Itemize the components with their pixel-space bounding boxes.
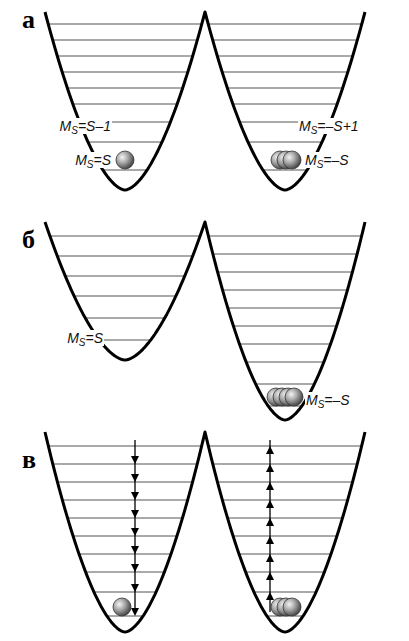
panel-letter: а <box>22 6 35 34</box>
energy-level <box>73 104 177 105</box>
arrow-head <box>266 464 274 472</box>
energy-level <box>263 170 307 171</box>
energy-level <box>248 142 322 143</box>
panel-letter: б <box>22 226 35 254</box>
spin-ball <box>283 151 301 169</box>
spin-ball <box>116 151 134 169</box>
energy-level <box>103 170 147 171</box>
energy-level <box>74 296 176 297</box>
potential-curve <box>45 12 365 190</box>
energy-level <box>233 104 337 105</box>
energy-level <box>240 344 331 345</box>
energy-level <box>85 318 164 319</box>
energy-level <box>50 236 200 237</box>
arrow-head <box>131 528 139 536</box>
energy-level <box>239 554 331 555</box>
arrow-head <box>266 536 274 544</box>
arrow-head <box>131 584 139 592</box>
spin-ball <box>113 598 131 616</box>
energy-level <box>48 446 201 447</box>
energy-level <box>222 500 347 501</box>
energy-level <box>99 340 150 341</box>
arrow-head <box>266 500 274 508</box>
energy-level <box>208 236 361 237</box>
energy-level <box>246 362 324 363</box>
energy-level <box>213 40 358 41</box>
energy-level <box>62 500 187 501</box>
arrow-head <box>131 608 139 616</box>
energy-level <box>233 326 336 327</box>
energy-level <box>86 572 165 573</box>
energy-level <box>228 518 343 519</box>
energy-level <box>73 536 177 537</box>
level-label: MS=S <box>74 152 112 168</box>
arrow-head <box>266 554 274 562</box>
energy-level <box>208 24 362 25</box>
arrow-head <box>266 592 274 600</box>
energy-level <box>218 272 353 273</box>
energy-level <box>213 464 357 465</box>
arrow-head <box>131 456 139 464</box>
energy-level <box>79 554 171 555</box>
level-label: MS=–S <box>304 152 350 168</box>
arrow-head <box>131 510 139 518</box>
level-label: MS=S <box>66 330 104 346</box>
arrow-head <box>266 518 274 526</box>
arrow-head <box>266 482 274 490</box>
panel-letter: в <box>22 446 36 474</box>
energy-level <box>88 142 162 143</box>
energy-level <box>217 56 352 57</box>
energy-level <box>67 88 182 89</box>
level-label: MS=S–1 <box>59 118 112 134</box>
energy-level <box>57 56 192 57</box>
energy-level <box>53 40 198 41</box>
energy-level <box>228 308 342 309</box>
potential-curve <box>45 432 365 632</box>
energy-level <box>222 72 348 73</box>
energy-level <box>53 464 197 465</box>
arrow-head <box>266 572 274 580</box>
energy-level <box>208 446 361 447</box>
arrow-head <box>131 492 139 500</box>
arrow-head <box>131 546 139 554</box>
energy-level <box>65 276 184 277</box>
energy-level <box>94 592 156 593</box>
arrow-head <box>131 474 139 482</box>
energy-level <box>246 572 325 573</box>
arrow-head <box>131 564 139 572</box>
spin-ball <box>285 388 303 406</box>
level-label: MS=–S <box>305 392 351 408</box>
energy-level <box>57 256 192 257</box>
energy-level <box>62 72 188 73</box>
energy-level <box>233 536 337 537</box>
energy-level <box>68 518 183 519</box>
energy-level <box>48 24 202 25</box>
energy-level <box>213 254 357 255</box>
potential-curve <box>45 222 365 420</box>
arrow-head <box>266 446 274 454</box>
energy-level <box>227 88 342 89</box>
energy-level <box>256 384 315 385</box>
energy-level <box>58 482 193 483</box>
energy-level <box>223 290 348 291</box>
energy-level <box>254 592 316 593</box>
spin-ball <box>283 598 301 616</box>
level-label: MS=–S+1 <box>298 118 360 134</box>
energy-level <box>218 482 353 483</box>
